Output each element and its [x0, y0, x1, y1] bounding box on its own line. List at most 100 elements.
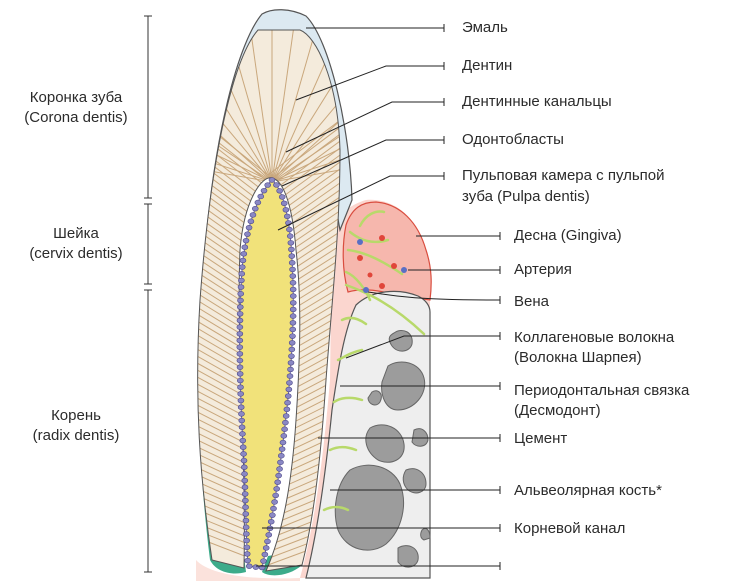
odontoblast-cell	[269, 513, 275, 518]
odontoblast-cell	[237, 358, 243, 363]
odontoblast-cell	[277, 188, 283, 193]
odontoblast-cell	[263, 546, 269, 551]
odontoblast-cell	[286, 227, 292, 232]
odontoblast-cell	[261, 188, 267, 193]
odontoblast-cell	[290, 320, 296, 325]
odontoblast-cell	[289, 334, 295, 339]
odontoblast-cell	[266, 532, 272, 537]
odontoblast-cell	[281, 201, 287, 206]
odontoblast-cell	[284, 214, 290, 219]
odontoblast-cell	[244, 552, 250, 557]
odontoblast-cell	[255, 200, 261, 205]
odontoblast-cell	[238, 291, 244, 296]
odontoblast-cell	[243, 532, 249, 537]
odontoblast-cell	[243, 518, 249, 523]
odontoblast-cell	[237, 305, 243, 310]
odontoblast-cell	[290, 314, 296, 319]
odontoblast-cell	[288, 360, 294, 365]
region-neck-latin: (cervix dentis)	[10, 244, 142, 264]
odontoblast-cell	[244, 232, 250, 237]
odontoblast-cell	[238, 405, 244, 410]
odontoblast-cell	[288, 354, 294, 359]
odontoblast-cell	[237, 351, 243, 356]
odontoblast-cell	[279, 447, 285, 452]
label-tubules: Дентинные канальцы	[462, 93, 612, 111]
odontoblast-cell	[285, 394, 291, 399]
odontoblast-cell	[287, 234, 293, 239]
odontoblast-cell	[242, 245, 248, 250]
odontoblast-cell	[246, 564, 252, 569]
odontoblast-cell	[242, 498, 248, 503]
odontoblast-cell	[237, 298, 243, 303]
odontoblast-cell	[238, 391, 244, 396]
odontoblast-cell	[238, 278, 244, 283]
label-ligament-line2: (Десмодонт)	[514, 402, 601, 420]
odontoblast-cell	[242, 491, 248, 496]
odontoblast-cell	[243, 525, 249, 530]
odontoblast-cell	[285, 400, 291, 405]
region-brackets	[144, 16, 152, 572]
odontoblast-cell	[288, 367, 294, 372]
odontoblast-cell	[250, 213, 256, 218]
label-collagen-line1: Коллагеновые волокна	[514, 329, 674, 347]
label-ligament-line1: Периодонтальная связка	[514, 382, 689, 400]
odontoblast-cell	[288, 247, 294, 252]
odontoblast-cell	[290, 327, 296, 332]
odontoblast-cell	[246, 225, 252, 230]
region-root: Корень (radix dentis)	[10, 406, 142, 446]
region-root-latin: (radix dentis)	[10, 426, 142, 446]
odontoblast-cell	[280, 440, 286, 445]
odontoblast-cell	[290, 287, 296, 292]
odontoblast-cell	[240, 438, 246, 443]
odontoblast-cell	[239, 418, 245, 423]
odontoblast-cell	[290, 307, 296, 312]
odontoblast-cell	[290, 280, 296, 285]
odontoblast-cell	[245, 558, 251, 563]
region-crown-latin: (Corona dentis)	[10, 108, 142, 128]
odontoblast-cell	[290, 267, 296, 272]
odontoblast-cell	[239, 431, 245, 436]
region-root-name: Корень	[10, 406, 142, 426]
odontoblast-cell	[242, 478, 248, 483]
odontoblast-cell	[264, 539, 270, 544]
odontoblast-cell	[237, 378, 243, 383]
odontoblast-cell	[277, 467, 283, 472]
odontoblast-cell	[286, 380, 292, 385]
odontoblast-cell	[243, 238, 249, 243]
odontoblast-cell	[258, 194, 264, 199]
odontoblast-cell	[276, 473, 282, 478]
odontoblast-cell	[290, 294, 296, 299]
odontoblast-cell	[286, 387, 292, 392]
odontoblast-cell	[288, 240, 294, 245]
label-pulp-line1: Пульповая камера с пульпой	[462, 167, 665, 185]
region-neck-name: Шейка	[10, 224, 142, 244]
label-odontoblasts: Одонтобласты	[462, 131, 564, 149]
odontoblast-cell	[238, 411, 244, 416]
odontoblast-cell	[265, 183, 271, 188]
odontoblast-cell	[289, 347, 295, 352]
odontoblast-cell	[282, 420, 288, 425]
odontoblast-cell	[242, 485, 248, 490]
odontoblast-cell	[290, 300, 296, 305]
odontoblast-cell	[274, 486, 280, 491]
odontoblast-cell	[237, 385, 243, 390]
odontoblast-cell	[237, 311, 243, 316]
odontoblast-cell	[268, 519, 274, 524]
odontoblast-cell	[252, 206, 258, 211]
label-enamel: Эмаль	[462, 19, 508, 37]
label-artery: Артерия	[514, 261, 572, 279]
odontoblast-cell	[238, 285, 244, 290]
odontoblast-cell	[244, 538, 250, 543]
region-neck: Шейка (cervix dentis)	[10, 224, 142, 264]
odontoblast-cell	[237, 365, 243, 370]
odontoblast-cell	[237, 338, 243, 343]
odontoblast-cell	[289, 254, 295, 259]
region-crown: Коронка зуба (Corona dentis)	[10, 88, 142, 128]
odontoblast-cell	[269, 178, 275, 183]
odontoblast-cell	[238, 398, 244, 403]
odontoblast-cell	[239, 265, 245, 270]
odontoblast-cell	[237, 331, 243, 336]
odontoblast-cell	[243, 505, 249, 510]
odontoblast-cell	[273, 493, 279, 498]
